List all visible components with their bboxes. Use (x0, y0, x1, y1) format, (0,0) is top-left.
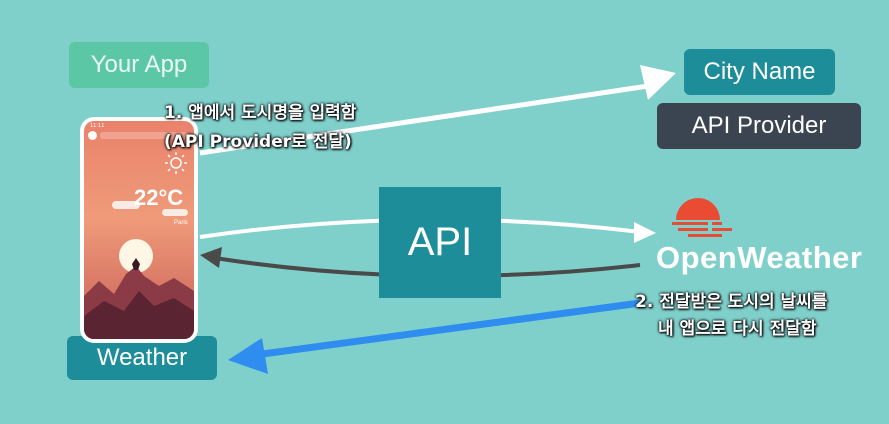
app-logo-icon (88, 131, 97, 140)
search-bar (100, 132, 188, 139)
deliver-weather-arrow (254, 299, 641, 359)
api-box: API (379, 187, 501, 298)
sun-icon (165, 152, 187, 174)
temperature-text: 22°C (134, 185, 184, 210)
request-arrowhead (634, 222, 656, 243)
input-city-arrowhead (640, 65, 676, 100)
mountain-silhouette (84, 258, 194, 339)
deliver-weather-arrowhead (228, 338, 268, 374)
your-app-label: Your App (69, 42, 209, 88)
weather-box: Weather (67, 336, 217, 380)
openweather-name: OpenWeather (656, 240, 863, 275)
city-name-box: City Name (684, 49, 835, 95)
step2-caption-line1: 2. 전달받은 도시의 날씨를 (635, 292, 828, 312)
city-text: Paris (174, 220, 188, 226)
step1-caption-line1: 1. 앱에서 도시명을 입력함 (164, 103, 357, 123)
cloud-1 (112, 201, 140, 209)
response-arrowhead (200, 247, 222, 268)
status-time: 11:11 (90, 123, 105, 129)
phone-screen: 11:11 22°C Paris (84, 121, 194, 339)
step2-caption-line2: 내 앱으로 다시 전달함 (658, 319, 817, 339)
step1-caption-line2: (API Provider로 전달) (164, 132, 352, 152)
openweather-logo-icon (672, 198, 732, 237)
input-city-arrow (199, 82, 656, 156)
cloud-2 (162, 209, 188, 216)
api-provider-box: API Provider (657, 103, 861, 149)
